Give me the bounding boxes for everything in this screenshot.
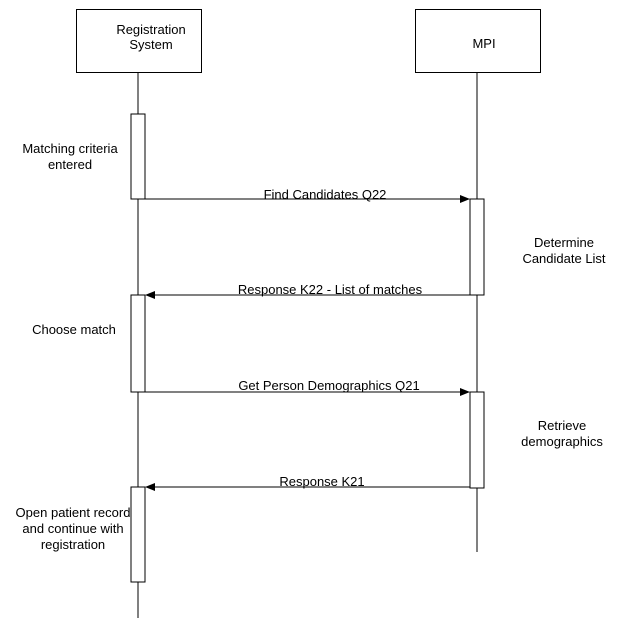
open-record-note: Open patient record and continue with re…	[15, 505, 131, 552]
mpi-activation-1	[469, 198, 485, 296]
response-k22-label: Response K22 - List of matches	[237, 282, 423, 297]
registration-activation-3	[130, 486, 146, 583]
determine-candidate-note: Determine Candidate List	[522, 235, 606, 266]
registration-activation-1	[130, 113, 146, 200]
registration-activation-2	[130, 294, 146, 393]
matching-criteria-note: Matching criteria entered	[22, 141, 118, 172]
response-k21-arrow	[145, 483, 470, 491]
registration-system-label: Registration System	[116, 22, 186, 52]
retrieve-demographics-note: Retrieve demographics	[521, 418, 603, 449]
registration-system-box: Registration System	[76, 9, 202, 73]
find-candidates-arrow	[145, 195, 470, 203]
response-k21-label: Response K21	[279, 474, 365, 489]
mpi-label: MPI	[472, 35, 496, 51]
get-demographics-arrow	[145, 388, 470, 396]
choose-match-note: Choose match	[32, 322, 116, 337]
mpi-box: MPI	[415, 9, 541, 73]
mpi-activation-2	[469, 391, 485, 489]
response-k22-arrow	[145, 291, 470, 299]
find-candidates-label: Find Candidates Q22	[263, 187, 387, 202]
get-demographics-label: Get Person Demographics Q21	[238, 378, 420, 393]
